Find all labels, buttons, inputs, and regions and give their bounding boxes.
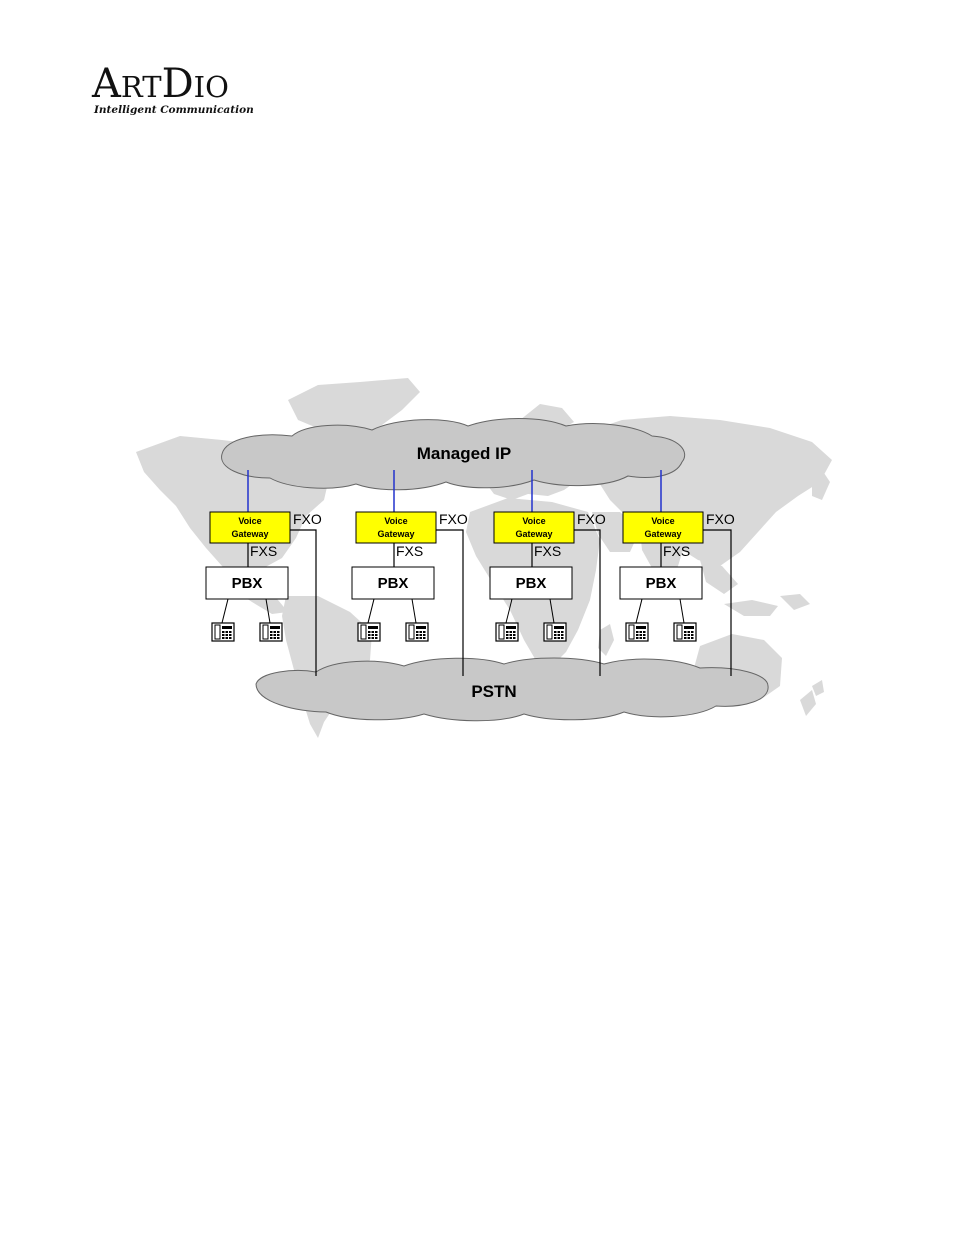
- phone-line: [636, 599, 642, 623]
- gateway-label-line1: Voice: [651, 516, 674, 526]
- fxo-port-label: FXO: [577, 511, 606, 527]
- phone-line: [222, 599, 228, 623]
- fxo-port-label: FXO: [706, 511, 735, 527]
- pbx-label: PBX: [646, 575, 677, 592]
- telephone-icon: [358, 623, 380, 641]
- gateway-label-line2: Gateway: [515, 529, 552, 539]
- managed-ip-label: Managed IP: [417, 444, 511, 463]
- gateway-label-line1: Voice: [522, 516, 545, 526]
- phone-line: [368, 599, 374, 623]
- gateway-label-line2: Gateway: [644, 529, 681, 539]
- fxs-port-label: FXS: [250, 543, 277, 559]
- managed-ip-cloud: Managed IP: [222, 419, 685, 490]
- pbx-label: PBX: [378, 575, 409, 592]
- pstn-cloud: PSTN: [256, 658, 768, 721]
- gateway-label-line2: Gateway: [231, 529, 268, 539]
- telephone-icon: [212, 623, 234, 641]
- telephone-icon: [674, 623, 696, 641]
- pstn-label: PSTN: [471, 682, 516, 701]
- phone-line: [412, 599, 416, 623]
- gateway-label-line1: Voice: [384, 516, 407, 526]
- fxs-port-label: FXS: [534, 543, 561, 559]
- fxo-port-label: FXO: [439, 511, 468, 527]
- telephone-icon: [626, 623, 648, 641]
- pbx-label: PBX: [232, 575, 263, 592]
- fxs-port-label: FXS: [396, 543, 423, 559]
- pbx-label: PBX: [516, 575, 547, 592]
- telephone-icon: [496, 623, 518, 641]
- telephone-icon: [406, 623, 428, 641]
- telephone-icon: [544, 623, 566, 641]
- gateway-label-line1: Voice: [238, 516, 261, 526]
- fxs-port-label: FXS: [663, 543, 690, 559]
- gateway-label-line2: Gateway: [377, 529, 414, 539]
- telephone-icon: [260, 623, 282, 641]
- phone-line: [680, 599, 684, 623]
- fxo-pstn-line: [436, 530, 463, 676]
- fxo-port-label: FXO: [293, 511, 322, 527]
